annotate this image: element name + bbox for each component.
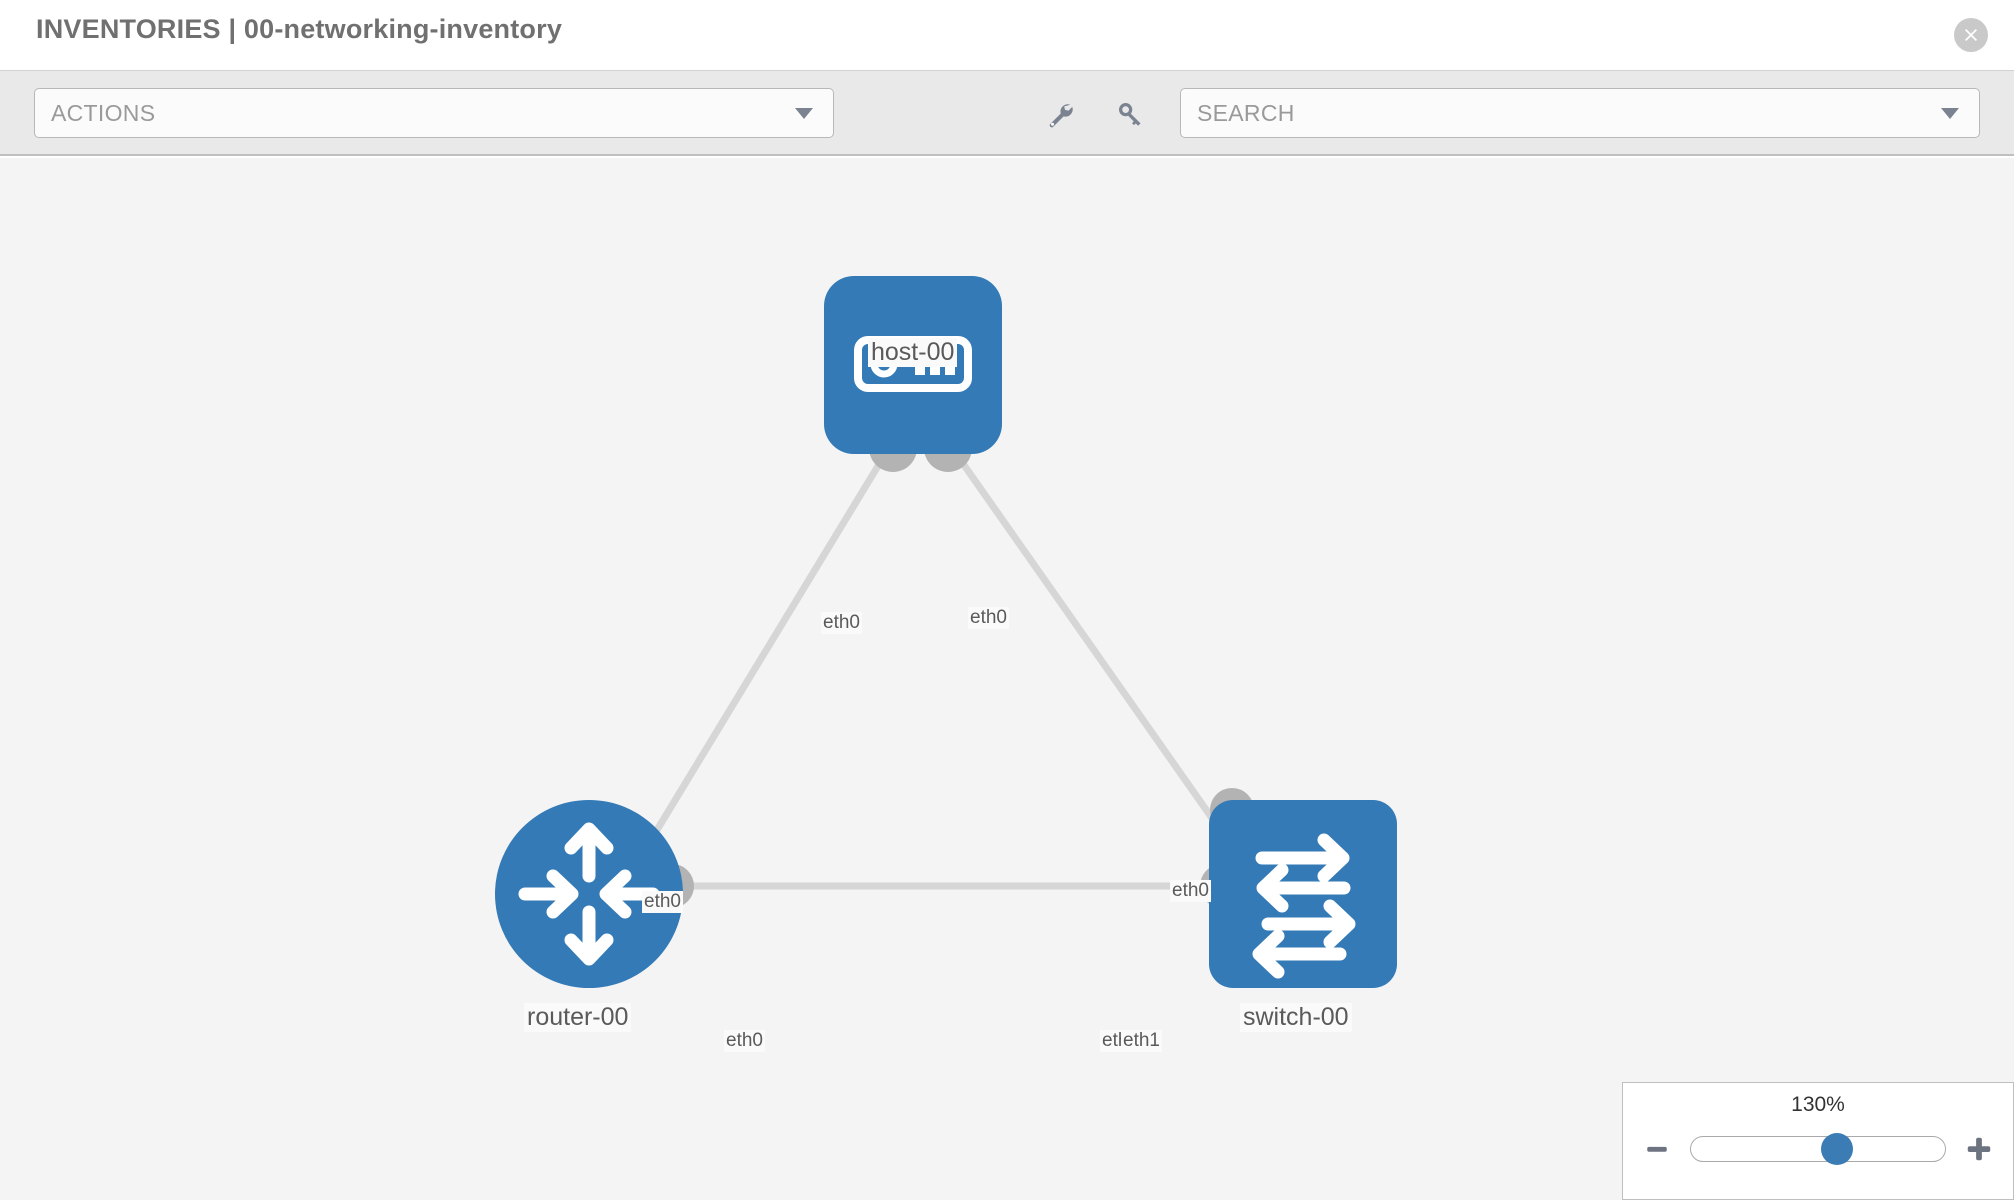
port-label-host-left: eth0 (821, 612, 862, 634)
zoom-slider-handle[interactable] (1820, 1133, 1853, 1165)
actions-dropdown[interactable]: ACTIONS (34, 88, 834, 138)
port-label-switch-eth1: eth1 (1121, 1030, 1162, 1052)
key-icon[interactable] (1108, 97, 1152, 131)
zoom-panel: 130% (1622, 1082, 2014, 1200)
zoom-level-value: 130% (1791, 1093, 1845, 1116)
topology-graph (495, 276, 1397, 988)
port-label-router-uplink: eth0 (642, 891, 683, 913)
page-title: INVENTORIES | 00-networking-inventory (36, 14, 563, 44)
node-label-router-00: router-00 (524, 1003, 632, 1032)
toolbar: ACTIONS SEARCH (0, 70, 2014, 156)
close-icon[interactable] (1954, 18, 1988, 52)
page-header: INVENTORIES | 00-networking-inventory (0, 0, 2014, 70)
zoom-in-button[interactable] (1962, 1132, 1996, 1166)
search-placeholder: SEARCH (1197, 99, 1295, 126)
link-host-switch[interactable] (942, 435, 1243, 861)
node-label-switch-00: switch-00 (1240, 1003, 1352, 1032)
topology-connectors (650, 424, 1254, 908)
node-label-host-00: host-00 (868, 338, 958, 367)
zoom-slider[interactable] (1690, 1133, 1946, 1165)
chevron-down-icon (1941, 107, 1959, 119)
chevron-down-icon (795, 107, 813, 119)
link-host-router[interactable] (637, 436, 898, 860)
topology-links (637, 435, 1243, 890)
search-input[interactable]: SEARCH (1180, 88, 1980, 138)
zoom-out-button[interactable] (1640, 1132, 1674, 1166)
actions-dropdown-label: ACTIONS (51, 99, 156, 126)
zoom-controls (1623, 1129, 2013, 1169)
topology-canvas[interactable]: host-00 router-00 switch-00 eth0 eth0 et… (0, 158, 2014, 1200)
port-label-router-eth0: eth0 (724, 1030, 765, 1052)
node-router-00[interactable] (495, 800, 683, 988)
port-label-host-right: eth0 (968, 607, 1009, 629)
wrench-icon[interactable] (1038, 97, 1082, 131)
node-switch-00[interactable] (1209, 800, 1397, 988)
switch-arrows-icon (1252, 833, 1356, 979)
port-label-switch-uplink: eth0 (1170, 880, 1211, 902)
